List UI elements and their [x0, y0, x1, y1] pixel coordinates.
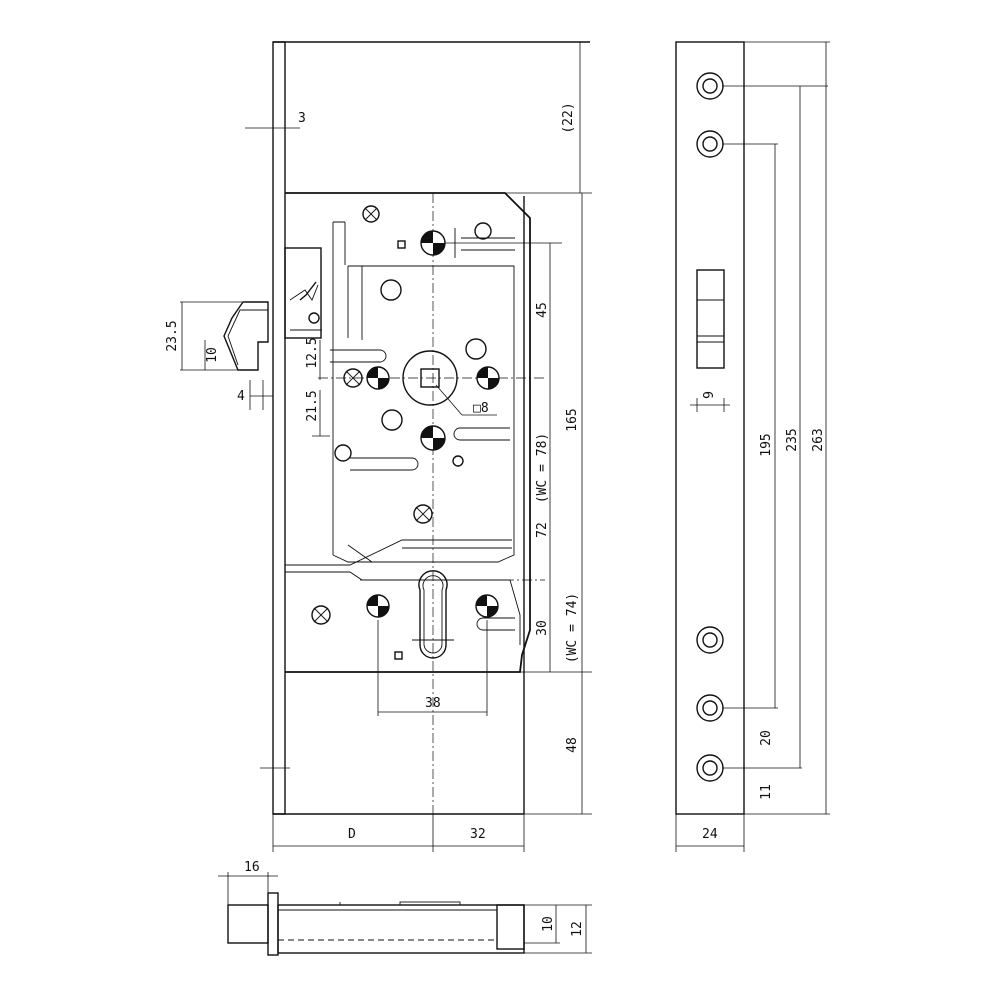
latch-pin — [308, 312, 320, 324]
spindle-hub-outer — [402, 350, 458, 406]
dim-case-12: 12 — [570, 921, 585, 937]
marked-hole-middle — [420, 425, 446, 451]
marked-hole-right — [476, 366, 500, 390]
front-view: (22) 3 23.5 10 4 12.5 21.5 □8 45 165 (WC — [165, 41, 592, 852]
marked-hole-left — [366, 366, 390, 390]
dim-latch-height: 23.5 — [165, 320, 180, 351]
hole-small — [452, 455, 464, 467]
screw-hole-3 — [696, 626, 724, 654]
slot-left — [330, 349, 387, 363]
case-bottom — [277, 904, 525, 954]
dim-wc-74: (WC = 74) — [565, 593, 580, 663]
rivet-left — [343, 368, 363, 388]
dim-top-gap: (22) — [561, 102, 576, 133]
inner-rib-left — [332, 221, 346, 555]
square-mark-top — [397, 240, 406, 249]
screw-hole-5 — [696, 754, 724, 782]
hole-lower-left — [334, 444, 352, 462]
dim-upper-offset-b: 21.5 — [305, 390, 320, 421]
dim-hole-20: 20 — [759, 730, 774, 746]
profile-cylinder-cutout — [418, 570, 448, 659]
dim-latch-inner: 10 — [205, 347, 220, 363]
rivet-lower — [413, 504, 433, 524]
case-end-block — [496, 904, 525, 950]
dim-spindle-size: □8 — [473, 401, 489, 416]
latch-bolt-housing — [284, 247, 322, 339]
dim-latch-offset: 4 — [237, 389, 245, 404]
inner-plate — [347, 265, 515, 563]
dim-backset: D — [348, 827, 356, 842]
dim-wc-78: (WC = 78) — [535, 433, 550, 503]
latch-lever — [289, 284, 322, 331]
slot-cyl — [476, 617, 515, 631]
profile-cylinder-inner — [422, 575, 444, 654]
dim-48: 48 — [565, 737, 580, 753]
dim-slot-9: 9 — [702, 391, 717, 399]
screw-hole-2 — [696, 130, 724, 158]
hole-upper-right — [474, 222, 492, 240]
marked-hole-cyl-right — [475, 594, 499, 618]
dim-faceplate-thickness: 3 — [298, 111, 306, 126]
rivet-bottom — [311, 605, 331, 625]
dim-38: 38 — [425, 696, 441, 711]
hole-hub-left — [381, 409, 403, 431]
dim-plate-width: 24 — [702, 827, 718, 842]
dim-case-10: 10 — [541, 916, 556, 932]
dim-165: 165 — [565, 408, 580, 431]
faceplate-side — [675, 41, 745, 815]
dim-72: 72 — [535, 522, 550, 538]
spindle-square — [420, 368, 440, 388]
faceplate-front — [272, 41, 286, 815]
bolt-bottom — [227, 904, 269, 944]
dim-hole-235: 235 — [785, 428, 800, 451]
hole-hub-right — [465, 338, 487, 360]
latch-opening — [696, 269, 725, 369]
rivet-top — [362, 205, 380, 223]
screw-hole-1 — [696, 72, 724, 100]
faceplate-bottom — [267, 892, 279, 956]
dim-32: 32 — [470, 827, 486, 842]
marked-hole-cyl-left — [366, 594, 390, 618]
latch-bolt — [223, 301, 269, 371]
spindle-leader — [435, 384, 463, 416]
dim-upper-offset-a: 12.5 — [305, 337, 320, 368]
dim-30: 30 — [535, 620, 550, 636]
latch-bevel — [227, 309, 268, 366]
lower-rib — [285, 539, 512, 566]
hole-upper-left — [380, 279, 402, 301]
slot-middle — [453, 427, 510, 441]
dim-hole-195: 195 — [759, 433, 774, 456]
marked-hole-top — [420, 230, 446, 256]
slot-lower — [350, 457, 419, 471]
side-view: 9 195 235 263 20 11 24 — [675, 41, 830, 852]
dim-plate-263: 263 — [811, 428, 826, 451]
latch-tick — [299, 281, 317, 301]
square-mark-bottom — [394, 651, 403, 660]
bottom-view: 16 10 12 — [218, 860, 592, 956]
dim-45: 45 — [535, 302, 550, 318]
screw-hole-4 — [696, 694, 724, 722]
dim-hole-11: 11 — [759, 784, 774, 800]
dim-bolt-16: 16 — [244, 860, 260, 875]
